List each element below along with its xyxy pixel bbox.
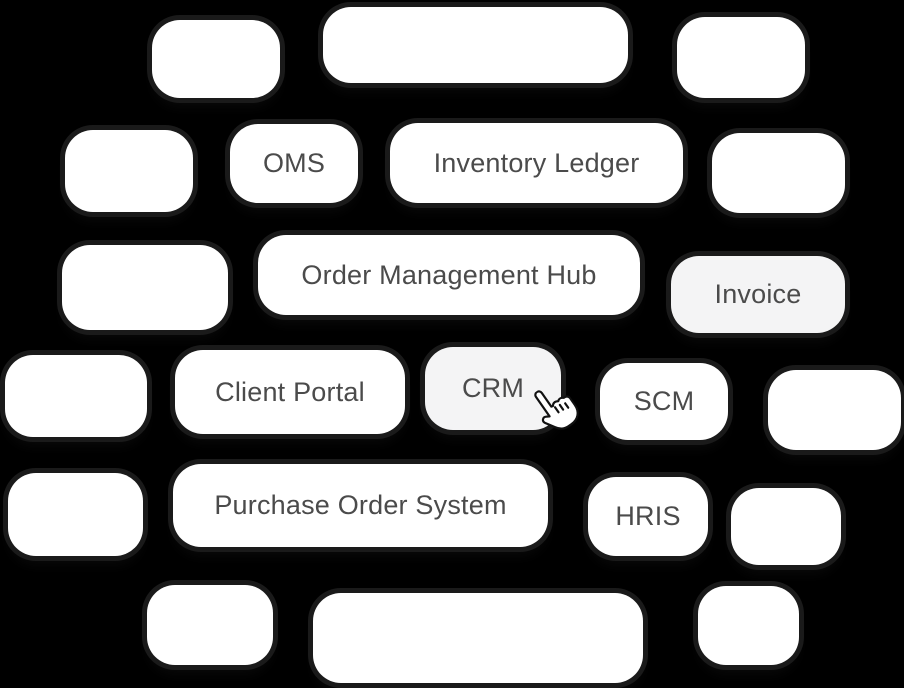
- node-oms[interactable]: OMS: [230, 124, 358, 203]
- node-blank-10[interactable]: [731, 488, 841, 565]
- node-crm[interactable]: CRM: [425, 347, 561, 430]
- node-blank-3[interactable]: [677, 17, 805, 98]
- node-blank-12[interactable]: [313, 593, 643, 683]
- node-blank-6[interactable]: [62, 245, 228, 330]
- node-client-portal[interactable]: Client Portal: [175, 350, 405, 434]
- node-hris[interactable]: HRIS: [588, 477, 708, 556]
- node-blank-13[interactable]: [698, 586, 799, 665]
- node-invoice[interactable]: Invoice: [671, 256, 845, 333]
- node-blank-5[interactable]: [712, 133, 845, 213]
- node-blank-11[interactable]: [147, 585, 273, 665]
- node-order-management-hub[interactable]: Order Management Hub: [258, 235, 640, 315]
- node-blank-8[interactable]: [768, 370, 901, 450]
- node-inventory-ledger[interactable]: Inventory Ledger: [390, 123, 683, 203]
- node-blank-2[interactable]: [323, 7, 628, 83]
- node-purchase-order-system[interactable]: Purchase Order System: [173, 464, 548, 547]
- node-blank-9[interactable]: [8, 473, 143, 556]
- node-blank-1[interactable]: [152, 20, 280, 98]
- node-blank-4[interactable]: [65, 130, 193, 212]
- node-blank-7[interactable]: [5, 355, 147, 437]
- node-scm[interactable]: SCM: [600, 363, 728, 440]
